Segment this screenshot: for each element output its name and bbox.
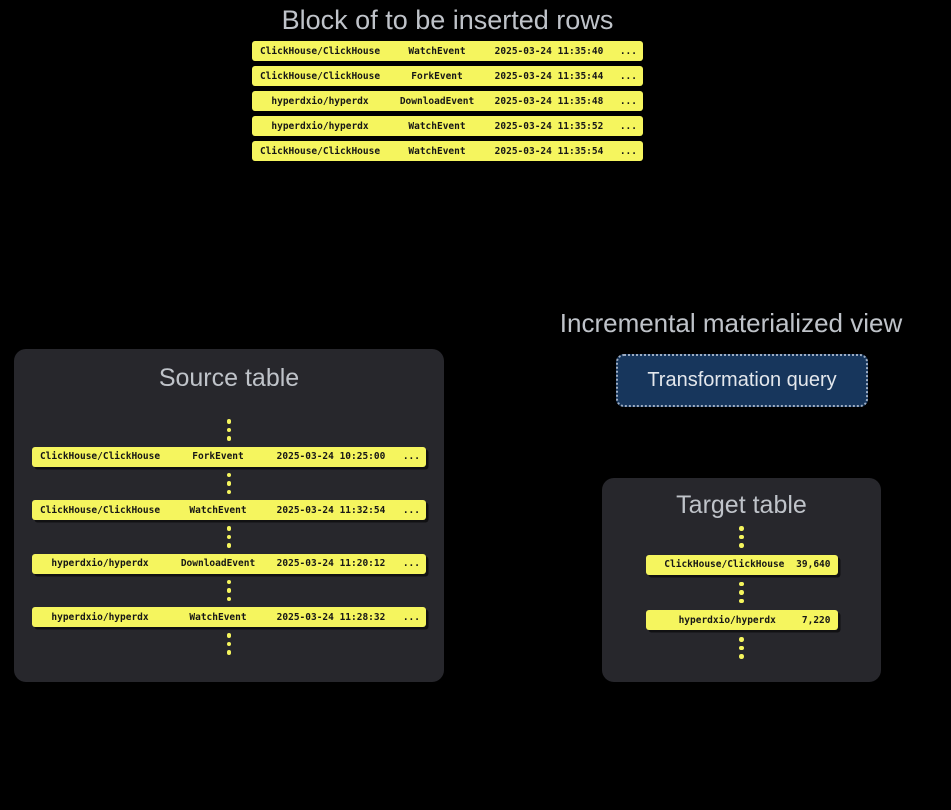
insert-block-title: Block of to be inserted rows <box>281 5 614 35</box>
row-timestamp: 2025-03-24 11:28:32 <box>276 611 386 623</box>
table-row: hyperdxio/hyperdx 7,220 <box>645 610 838 630</box>
row-count: 39,640 <box>796 559 831 570</box>
row-more: ... <box>402 451 420 462</box>
row-event: WatchEvent <box>408 120 466 132</box>
row-timestamp: 2025-03-24 10:25:00 <box>276 451 386 462</box>
table-row: hyperdxio/hyperdx WatchEvent 2025-03-24 … <box>32 607 426 627</box>
transformation-query-button[interactable]: Transformation query <box>616 354 868 407</box>
row-repo: ClickHouse/ClickHouse <box>39 504 161 516</box>
row-repo: hyperdxio/hyperdx <box>51 558 149 569</box>
vertical-ellipsis-icon <box>226 579 232 601</box>
row-event: WatchEvent <box>189 611 247 623</box>
row-timestamp: 2025-03-24 11:35:40 <box>494 45 604 57</box>
table-row: hyperdxio/hyperdx WatchEvent 2025-03-24 … <box>252 116 643 136</box>
row-more: ... <box>402 611 420 623</box>
row-event: WatchEvent <box>189 504 247 516</box>
vertical-ellipsis-icon <box>226 472 232 494</box>
row-repo: hyperdxio/hyperdx <box>271 120 369 132</box>
row-more: ... <box>619 45 637 57</box>
row-repo: ClickHouse/ClickHouse <box>259 70 381 82</box>
insert-block-rows: ClickHouse/ClickHouse WatchEvent 2025-03… <box>252 41 643 161</box>
target-table-rows: ClickHouse/ClickHouse 39,640 hyperdxio/h… <box>602 526 881 659</box>
row-event: DownloadEvent <box>399 95 475 107</box>
row-timestamp: 2025-03-24 11:20:12 <box>276 558 386 569</box>
source-table-card: Source table ClickHouse/ClickHouse ForkE… <box>14 349 444 682</box>
row-repo: ClickHouse/ClickHouse <box>664 559 785 570</box>
vertical-ellipsis-icon <box>226 419 232 441</box>
row-event: WatchEvent <box>408 45 466 57</box>
vertical-ellipsis-icon <box>739 581 744 603</box>
row-repo: ClickHouse/ClickHouse <box>39 451 161 462</box>
row-timestamp: 2025-03-24 11:35:44 <box>494 70 604 82</box>
table-row: ClickHouse/ClickHouse WatchEvent 2025-03… <box>252 141 643 161</box>
row-timestamp: 2025-03-24 11:35:48 <box>494 95 604 107</box>
row-more: ... <box>619 95 637 107</box>
source-table-rows: ClickHouse/ClickHouse ForkEvent 2025-03-… <box>14 419 444 655</box>
vertical-ellipsis-icon <box>226 633 232 655</box>
row-more: ... <box>619 145 637 157</box>
row-repo: hyperdxio/hyperdx <box>271 95 369 107</box>
row-repo: hyperdxio/hyperdx <box>678 614 776 626</box>
row-more: ... <box>619 70 637 82</box>
row-repo: ClickHouse/ClickHouse <box>259 45 381 57</box>
materialized-view-title: Incremental materialized view <box>559 308 903 338</box>
row-repo: ClickHouse/ClickHouse <box>259 145 381 157</box>
row-event: ForkEvent <box>411 70 463 82</box>
row-more: ... <box>402 558 420 569</box>
row-repo: hyperdxio/hyperdx <box>51 611 149 623</box>
row-timestamp: 2025-03-24 11:35:54 <box>494 145 604 157</box>
table-row: hyperdxio/hyperdx DownloadEvent 2025-03-… <box>252 91 643 111</box>
row-timestamp: 2025-03-24 11:35:52 <box>494 120 604 132</box>
row-event: ForkEvent <box>192 451 244 462</box>
row-timestamp: 2025-03-24 11:32:54 <box>276 504 386 516</box>
source-table-title: Source table <box>158 364 300 392</box>
row-event: DownloadEvent <box>180 558 256 569</box>
insert-block: Block of to be inserted rows ClickHouse/… <box>252 4 643 161</box>
row-more: ... <box>402 504 420 516</box>
table-row: ClickHouse/ClickHouse WatchEvent 2025-03… <box>252 41 643 61</box>
row-event: WatchEvent <box>408 145 466 157</box>
table-row: ClickHouse/ClickHouse ForkEvent 2025-03-… <box>252 66 643 86</box>
table-row: ClickHouse/ClickHouse ForkEvent 2025-03-… <box>32 446 426 467</box>
row-more: ... <box>619 120 637 132</box>
table-row: ClickHouse/ClickHouse 39,640 <box>645 554 838 575</box>
vertical-ellipsis-icon <box>739 637 744 659</box>
table-row: hyperdxio/hyperdx DownloadEvent 2025-03-… <box>32 553 426 574</box>
row-count: 7,220 <box>801 614 831 626</box>
target-table-title: Target table <box>676 491 807 519</box>
vertical-ellipsis-icon <box>226 526 232 548</box>
table-row: ClickHouse/ClickHouse WatchEvent 2025-03… <box>32 500 426 520</box>
vertical-ellipsis-icon <box>739 526 744 548</box>
target-table-card: Target table ClickHouse/ClickHouse 39,64… <box>602 478 881 682</box>
